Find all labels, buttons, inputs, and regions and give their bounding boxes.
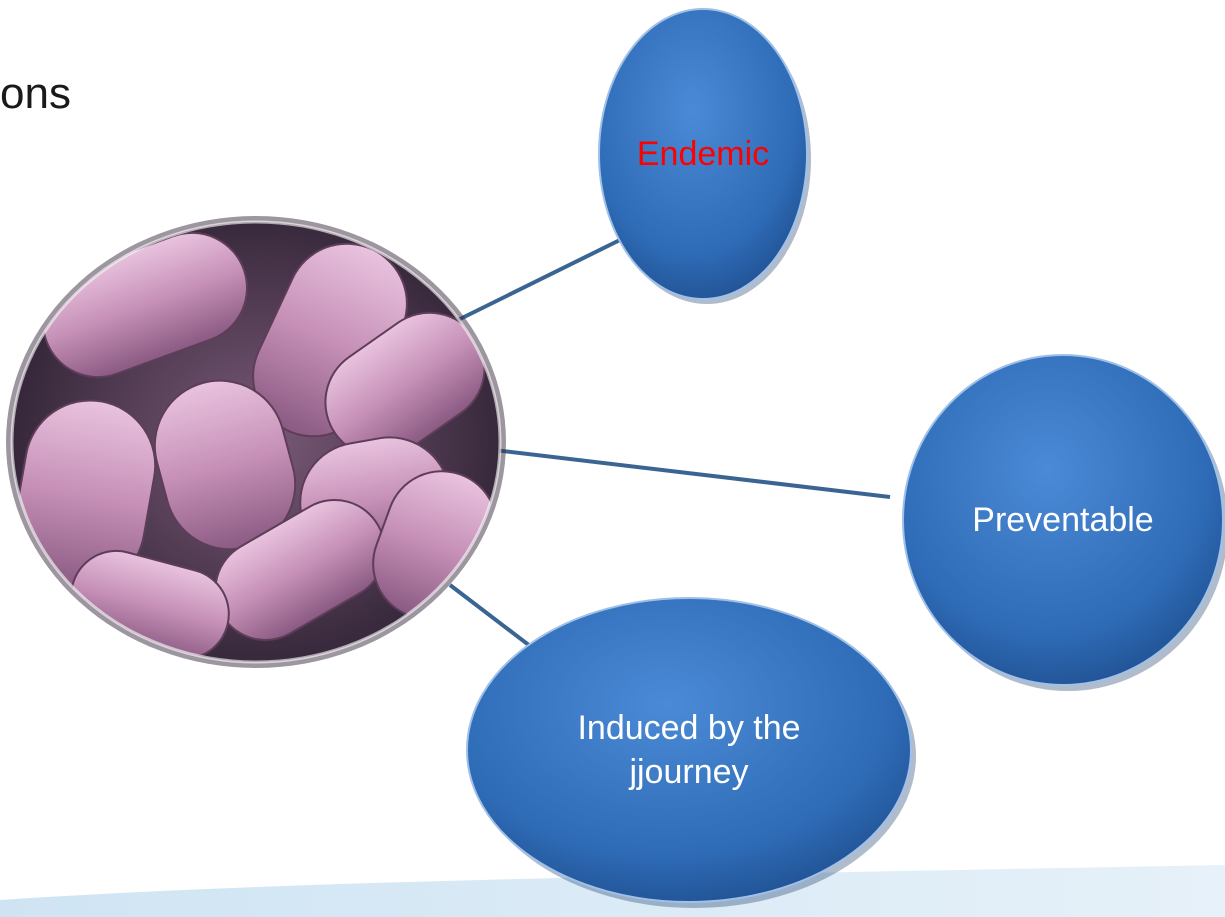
connector-endemic xyxy=(458,235,630,320)
connector-preventable xyxy=(494,450,890,497)
node-preventable-label: Preventable xyxy=(913,498,1213,542)
bacteria-photo xyxy=(0,200,520,680)
node-induced-label: Induced by the jjourney xyxy=(539,706,839,794)
node-endemic-label: Endemic xyxy=(603,132,803,176)
